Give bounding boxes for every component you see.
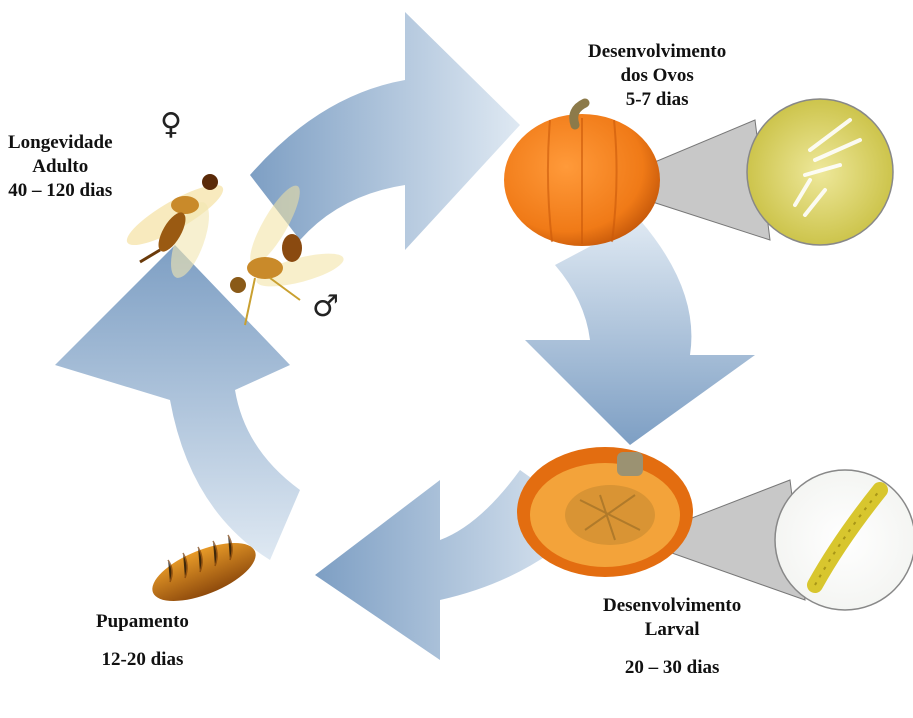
pupa-image: [145, 531, 263, 613]
larval-stage-label: Desenvolvimento Larval 20 – 30 dias: [603, 594, 741, 680]
eggs-title-line1: Desenvolvimento: [588, 40, 726, 64]
pupa-duration: 12-20 dias: [96, 648, 189, 672]
adult-stage-label: Longevidade Adulto 40 – 120 dias: [8, 131, 113, 203]
male-symbol: ♂: [312, 292, 339, 322]
larval-title-line2: Larval: [603, 618, 741, 642]
adult-title-line2: Adulto: [8, 155, 113, 179]
female-symbol: ♀: [160, 110, 182, 140]
eggs-duration: 5-7 dias: [588, 88, 726, 112]
pupa-title: Pupamento: [96, 610, 189, 634]
arrow-left: [55, 245, 300, 560]
eggs-stage-label: Desenvolvimento dos Ovos 5-7 dias: [588, 40, 726, 112]
cut-pumpkin-image: [517, 447, 693, 577]
eggs-title-line2: dos Ovos: [588, 64, 726, 88]
pupa-stage-label: Pupamento 12-20 dias: [96, 610, 189, 672]
larval-title-line1: Desenvolvimento: [603, 594, 741, 618]
female-fly-image: [120, 174, 229, 282]
adult-title-line1: Longevidade: [8, 131, 113, 155]
arrow-right: [525, 220, 755, 445]
whole-pumpkin-image: [504, 103, 660, 246]
adult-duration: 40 – 120 dias: [8, 179, 113, 203]
larval-duration: 20 – 30 dias: [603, 656, 741, 680]
